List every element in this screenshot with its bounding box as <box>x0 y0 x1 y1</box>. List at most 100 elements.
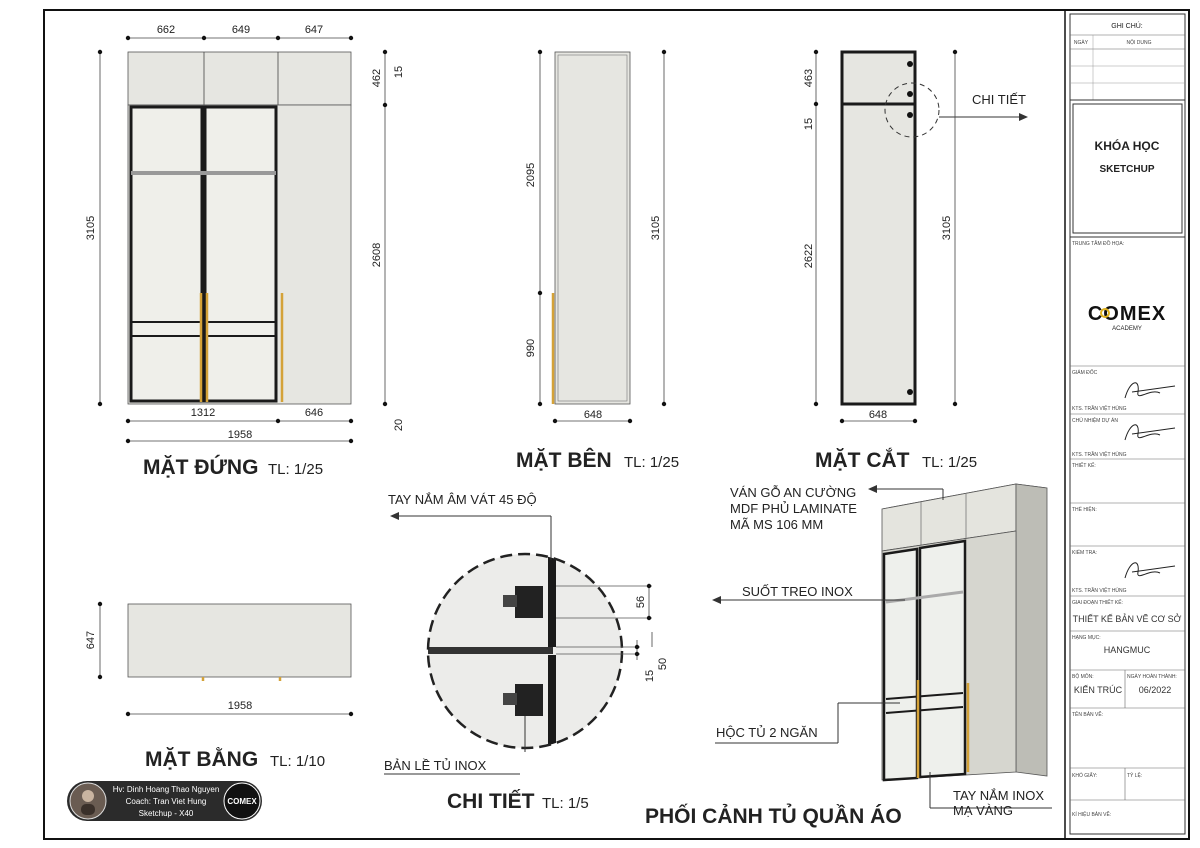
tb-phase-value: THIẾT KẾ BẢN VẼ CƠ SỞ <box>1073 613 1182 624</box>
side-panel <box>554 51 631 405</box>
section-detail-label: CHI TIẾT <box>972 92 1026 107</box>
tb-pm-name: KTS. TRẦN VIỆT HÙNG <box>1072 450 1127 458</box>
dim-detail-c: 50 <box>657 658 669 670</box>
dim-side-lower: 990 <box>525 339 537 357</box>
tb-check-signature <box>1124 562 1176 579</box>
sheet-border <box>43 9 1190 840</box>
tb-design-label: THIẾT KẾ: <box>1072 462 1096 469</box>
student-logo <box>223 782 261 820</box>
persp-note-rail: SUỐT TREO INOX <box>742 584 853 599</box>
detail-hinge-lower <box>515 684 543 716</box>
front-elevation: 662 649 647 3105 462 15 2608 20 1312 646… <box>85 24 405 479</box>
tb-director-name: KTS. TRẦN VIỆT HÙNG <box>1072 404 1127 412</box>
student-line1: Hv: Dinh Hoang Thao Nguyen <box>113 785 220 794</box>
front-upper-cabinet <box>127 51 352 106</box>
tb-date-label: NGÀY HOÀN THÀNH: <box>1127 673 1177 680</box>
front-title: MẶT ĐỨNG <box>143 455 258 479</box>
plan-outline <box>127 603 352 678</box>
section-outline <box>840 50 917 406</box>
persp-note-handle-2: MẠ VÀNG <box>953 803 1013 818</box>
persp-note-wood-2: MDF PHỦ LAMINATE <box>730 501 857 516</box>
persp-note-wood-3: MÃ MS 106 MM <box>730 517 823 532</box>
dim-section-width: 648 <box>869 409 887 421</box>
detail-scale: TL: 1/5 <box>542 795 589 812</box>
tb-center-label: TRUNG TÂM ĐỒ HỌA: <box>1072 240 1124 247</box>
front-glass-door-left <box>131 107 202 401</box>
front-glass-door-right <box>205 107 276 401</box>
side-elevation: 2095 990 3105 648 MẶT BÊN TL: 1/25 <box>516 49 679 472</box>
detail-label-handle: TAY NẮM ÂM VÁT 45 ĐỘ <box>388 492 537 507</box>
dim-section-total: 3105 <box>941 216 953 240</box>
detail-door-upper <box>548 555 556 647</box>
tb-item-value: HANGMUC <box>1104 645 1151 655</box>
section-title: MẶT CẮT <box>815 448 910 472</box>
dim-side-upper: 2095 <box>525 163 537 187</box>
tb-date-value: 06/2022 <box>1139 685 1172 695</box>
persp-note-drawer: HỘC TỦ 2 NGĂN <box>716 725 818 740</box>
persp-glass-door-left <box>882 547 919 782</box>
tb-phase-label: GIAI ĐOẠN THIẾT KẾ: <box>1072 599 1123 606</box>
dim-front-top-c: 647 <box>305 24 323 36</box>
tb-logo: COMEX <box>1088 303 1166 325</box>
tb-logo-sub: ACADEMY <box>1112 326 1142 332</box>
dim-section-lower: 2622 <box>803 244 815 268</box>
dim-front-lower: 2608 <box>371 243 383 267</box>
persp-note-wood-1: VÁN GỖ AN CƯỜNG <box>730 485 856 500</box>
dim-front-gap: 15 <box>393 66 405 78</box>
tb-director-label: GIÁM ĐỐC <box>1072 369 1098 376</box>
dim-detail-b: 15 <box>644 670 656 682</box>
dim-section-gap: 15 <box>803 118 815 130</box>
perspective-title: PHỐI CẢNH TỦ QUẦN ÁO <box>645 804 902 828</box>
tb-dept-label: BỘ MÔN: <box>1072 673 1094 680</box>
dim-detail-a: 56 <box>635 596 647 608</box>
tb-col-date: NGÀY <box>1074 39 1089 46</box>
section-view: CHI TIẾT 463 15 2622 3105 648 MẶT CẮT TL… <box>803 49 1028 472</box>
plan-title: MẶT BẰNG <box>145 747 258 771</box>
side-title: MẶT BÊN <box>516 448 612 472</box>
student-badge: COMEX Hv: Dinh Hoang Thao Nguyen Coach: … <box>67 781 262 821</box>
tb-sheet-label: TÊN BẢN VẼ: <box>1072 710 1103 718</box>
tb-course-line1: KHÓA HỌC <box>1095 138 1160 153</box>
dim-section-upper: 463 <box>803 69 815 87</box>
persp-note-handle-1: TAY NẮM INOX <box>953 788 1044 803</box>
dim-front-top-b: 649 <box>232 24 250 36</box>
plan-view: 647 1958 MẶT BẰNG TL: 1/10 <box>85 601 354 771</box>
title-block: GHI CHÚ: NGÀY NỘI DUNG KHÓA HỌC SKETCHUP… <box>1069 13 1186 835</box>
side-scale: TL: 1/25 <box>624 454 679 471</box>
tb-col-content: NỘI DUNG <box>1127 39 1152 46</box>
dim-front-w-total: 1958 <box>228 429 252 441</box>
front-scale: TL: 1/25 <box>268 461 323 478</box>
student-line3: Sketchup - X40 <box>139 809 194 818</box>
dim-front-base: 20 <box>393 419 405 431</box>
tb-course-line2: SKETCHUP <box>1099 164 1154 175</box>
tb-code-label: KÍ HIỆU BẢN VẼ: <box>1072 810 1111 818</box>
detail-label-hinge: BẢN LỀ TỦ INOX <box>384 758 487 773</box>
perspective-view: VÁN GỖ AN CƯỜNG MDF PHỦ LAMINATE MÃ MS 1… <box>645 483 1052 828</box>
dim-front-total-h: 3105 <box>85 216 97 240</box>
dim-side-total: 3105 <box>650 216 662 240</box>
student-line2: Coach: Tran Viet Hung <box>126 797 207 806</box>
tb-logo-ring <box>1100 308 1110 318</box>
student-logo-text: COMEX <box>227 797 257 806</box>
tb-director-signature <box>1124 382 1176 399</box>
dim-plan-depth: 647 <box>85 631 97 649</box>
detail-hinge-upper <box>515 586 543 618</box>
detail-view: TAY NẮM ÂM VÁT 45 ĐỘ BẢN LỀ TỦ INOX 56 1… <box>384 492 669 813</box>
section-scale: TL: 1/25 <box>922 454 977 471</box>
tb-ratio-label: TỶ LỆ: <box>1127 771 1142 779</box>
dim-plan-width: 1958 <box>228 700 252 712</box>
tb-draw-label: THỂ HIỆN: <box>1072 505 1097 513</box>
tb-check-label: KIỂM TRA: <box>1072 549 1097 556</box>
tb-notes-header: GHI CHÚ: <box>1111 21 1143 30</box>
tb-pm-signature <box>1124 424 1176 441</box>
tb-pm-label: CHỦ NHIỆM DỰ ÁN <box>1072 416 1118 424</box>
detail-title: CHI TIẾT <box>447 790 535 813</box>
tb-item-label: HẠNG MỤC: <box>1072 635 1101 641</box>
tb-dept-value: KIẾN TRÚC <box>1074 685 1123 695</box>
tb-size-label: KHỔ GIẤY: <box>1072 772 1097 779</box>
dim-front-w-right: 646 <box>305 407 323 419</box>
dim-front-w-left: 1312 <box>191 407 215 419</box>
dim-front-top-a: 662 <box>157 24 175 36</box>
dim-front-upper: 462 <box>371 69 383 87</box>
